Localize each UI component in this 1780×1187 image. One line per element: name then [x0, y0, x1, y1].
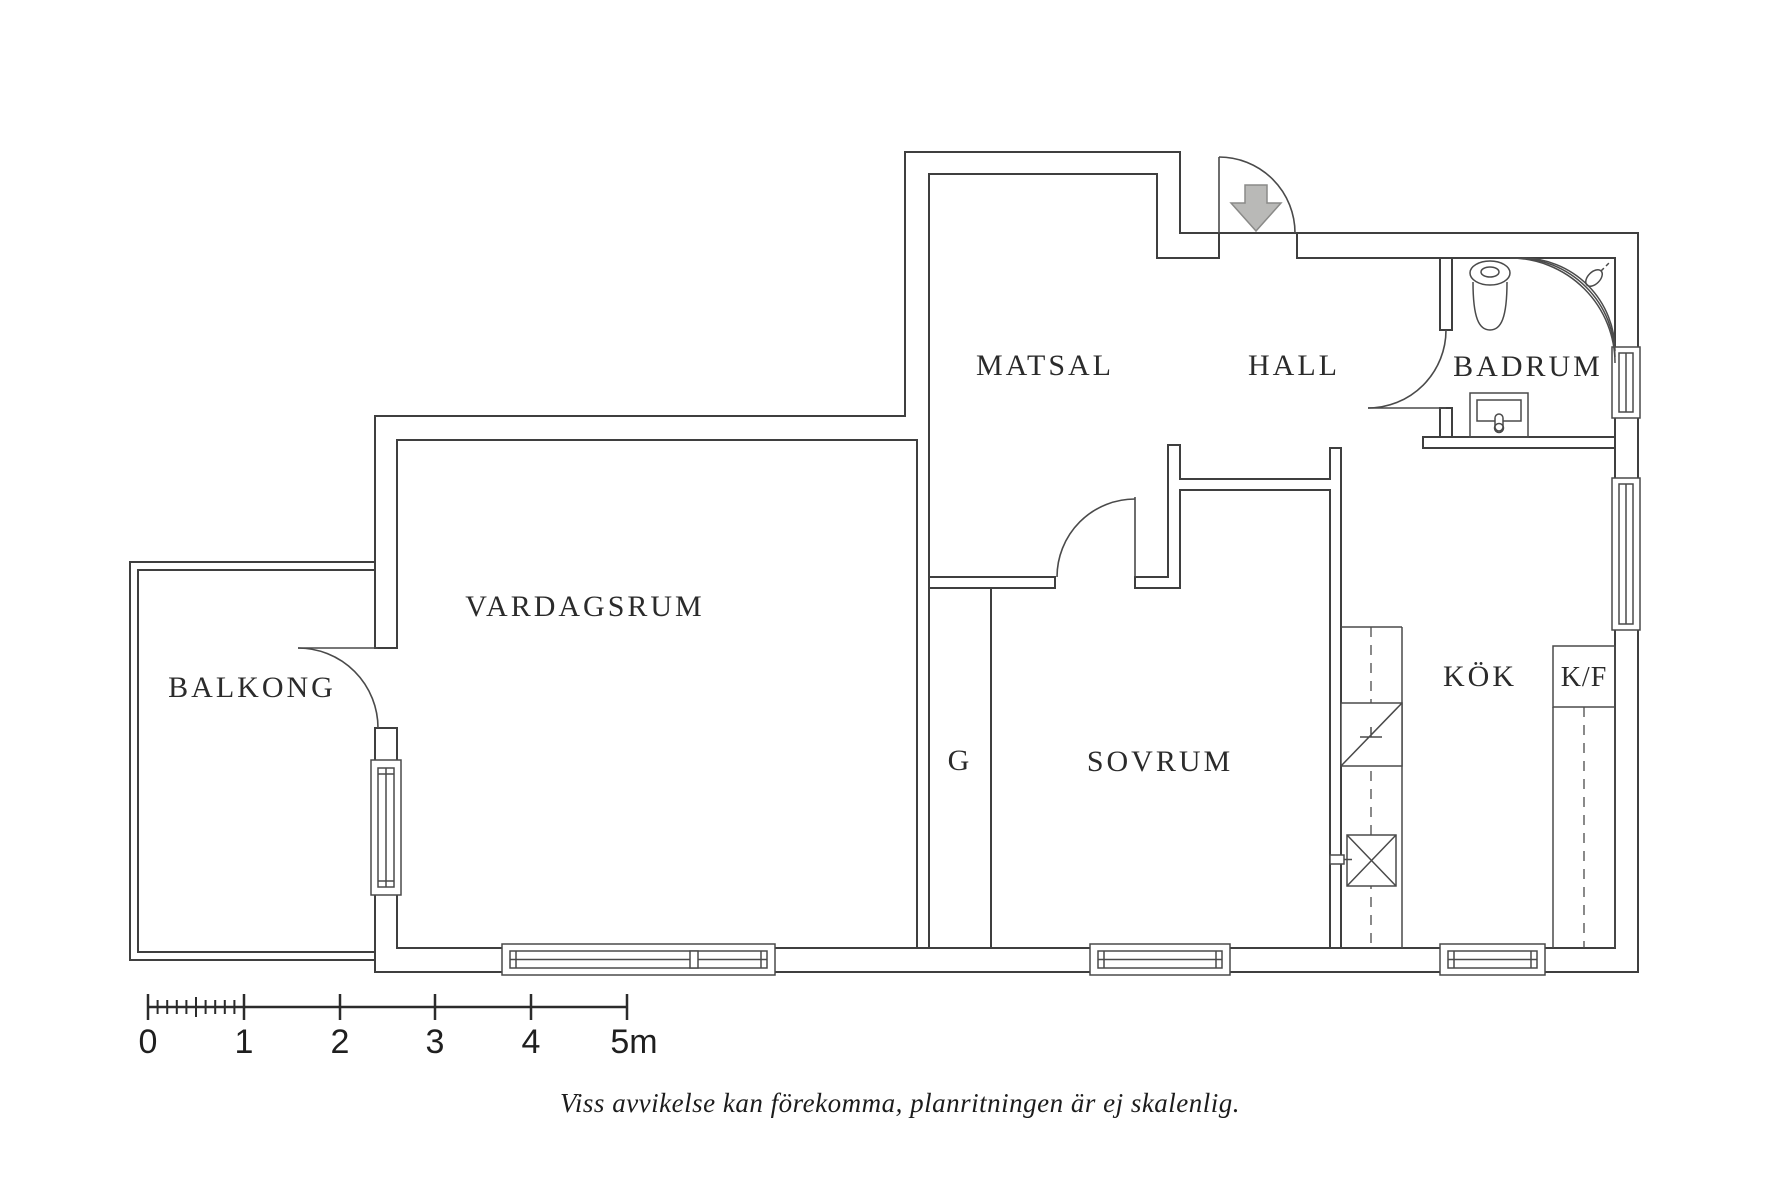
sovrum-door-swing-arc	[1056, 498, 1136, 578]
room-label-kok: KÖK	[1443, 660, 1517, 693]
window-kok-east	[1611, 477, 1641, 631]
scale-label-2: 2	[331, 1023, 350, 1061]
window-badrum-east	[1611, 346, 1641, 419]
scale-label-5m: 5m	[610, 1023, 657, 1061]
badrum-door	[1367, 329, 1447, 409]
window-vardagsrum	[501, 943, 776, 976]
balcony-door-jambs	[374, 647, 398, 729]
room-label-vardagsrum: VARDAGSRUM	[465, 590, 705, 623]
room-label-matsal: MATSAL	[976, 349, 1114, 382]
window-sovrum	[1089, 943, 1231, 976]
bathroom-sink-fixture	[1469, 392, 1529, 438]
entry-door	[1218, 156, 1296, 234]
badrum-door-swing-arc	[1367, 329, 1447, 409]
windows	[370, 346, 1641, 976]
shower-fixture	[1509, 257, 1616, 364]
exterior-wall-inner-sw	[396, 894, 503, 949]
exterior-wall-outer	[374, 151, 1639, 973]
window-balkong	[370, 759, 402, 896]
wall-kok-west	[1329, 447, 1342, 949]
balcony-rail-inner	[137, 569, 376, 953]
shower-head-icon	[1585, 261, 1611, 287]
wall-hall-pier	[1167, 444, 1181, 589]
room-label-balkong: BALKONG	[168, 671, 336, 704]
balcony-door	[297, 647, 379, 729]
scale-label-1: 1	[235, 1023, 254, 1061]
room-labels: MATSAL HALL BADRUM VARDAGSRUM BALKONG G …	[168, 349, 1608, 778]
disclaimer-text: Viss avvikelse kan förekomma, planritnin…	[560, 1088, 1240, 1118]
sovrum-door	[1056, 497, 1136, 578]
wall-badrum-south	[1422, 436, 1616, 449]
stove-fixture	[1340, 702, 1403, 767]
scale-label-4: 4	[522, 1023, 541, 1061]
scale-bar-minor-ticks	[156, 997, 236, 1017]
room-label-sovrum: SOVRUM	[1087, 745, 1233, 778]
scale-bar-major-ticks	[146, 994, 629, 1020]
fridge-freezer-unit	[1552, 645, 1616, 948]
exterior-wall-inner-w2	[396, 439, 918, 649]
wall-hall-south	[1179, 478, 1331, 491]
exterior-wall-inner	[928, 173, 1220, 441]
balcony-door-swing-arc	[297, 647, 379, 729]
wall-g-top	[928, 576, 1056, 589]
room-label-hall: HALL	[1248, 349, 1340, 382]
scale-label-0: 0	[139, 1023, 158, 1061]
room-label-garderob: G	[948, 744, 973, 777]
balcony-rail-outer	[129, 561, 376, 961]
wall-sovrum-top-east	[1134, 576, 1181, 589]
kitchen-sink-fixture	[1329, 834, 1397, 887]
scale-bar: 0 1 2 3 4 5m	[139, 994, 658, 1061]
room-label-kf: K/F	[1561, 662, 1608, 693]
fixtures	[1329, 257, 1616, 948]
entry-arrow-icon	[1229, 184, 1283, 233]
doors	[297, 156, 1447, 729]
entry-door-swing-arc	[1218, 156, 1296, 234]
wall-badrum-west	[1439, 257, 1453, 438]
scale-label-3: 3	[426, 1023, 445, 1061]
window-kok	[1439, 943, 1546, 976]
kitchen-counter	[1329, 626, 1403, 948]
walls	[129, 151, 1639, 973]
toilet-fixture	[1469, 260, 1511, 331]
exterior-wall-outer-west-top	[374, 151, 906, 649]
exterior-wall-inner-ne	[1296, 257, 1616, 348]
room-label-badrum: BADRUM	[1453, 350, 1603, 383]
